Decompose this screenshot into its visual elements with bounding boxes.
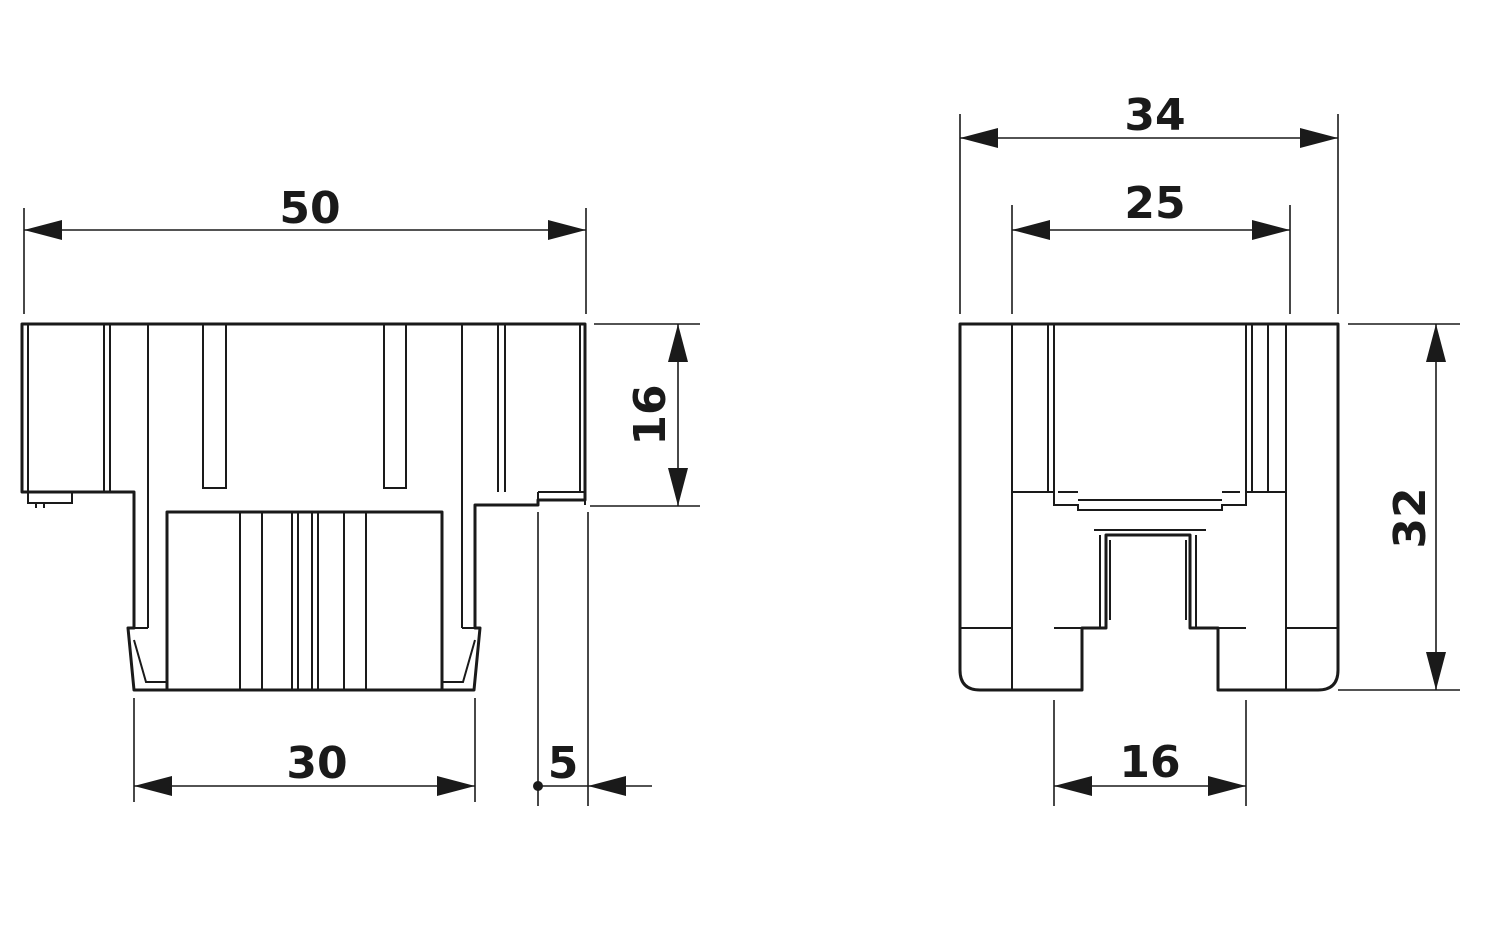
dimension-width-bottom [133, 698, 476, 802]
dimension-label-50: 50 [279, 183, 340, 234]
dimension-label-30: 30 [286, 738, 347, 789]
dimension-label-34: 34 [1124, 90, 1185, 141]
dimension-label-16-left: 16 [625, 384, 676, 445]
dimension-height-right [1338, 323, 1460, 691]
dimension-offset [533, 512, 652, 806]
dimension-width-slot [1053, 700, 1247, 806]
dimension-label-32: 32 [1385, 487, 1436, 548]
dimension-label-5: 5 [548, 738, 579, 789]
right-view-part [958, 322, 1340, 692]
left-view-part [20, 322, 587, 692]
dimension-width-inner [1011, 205, 1291, 314]
dimension-label-16-bottom: 16 [1119, 737, 1180, 788]
dimension-label-25: 25 [1124, 178, 1185, 229]
dimension-width-top [23, 208, 587, 314]
dimension-width-outer [959, 114, 1339, 314]
dimension-height-left [590, 323, 700, 507]
